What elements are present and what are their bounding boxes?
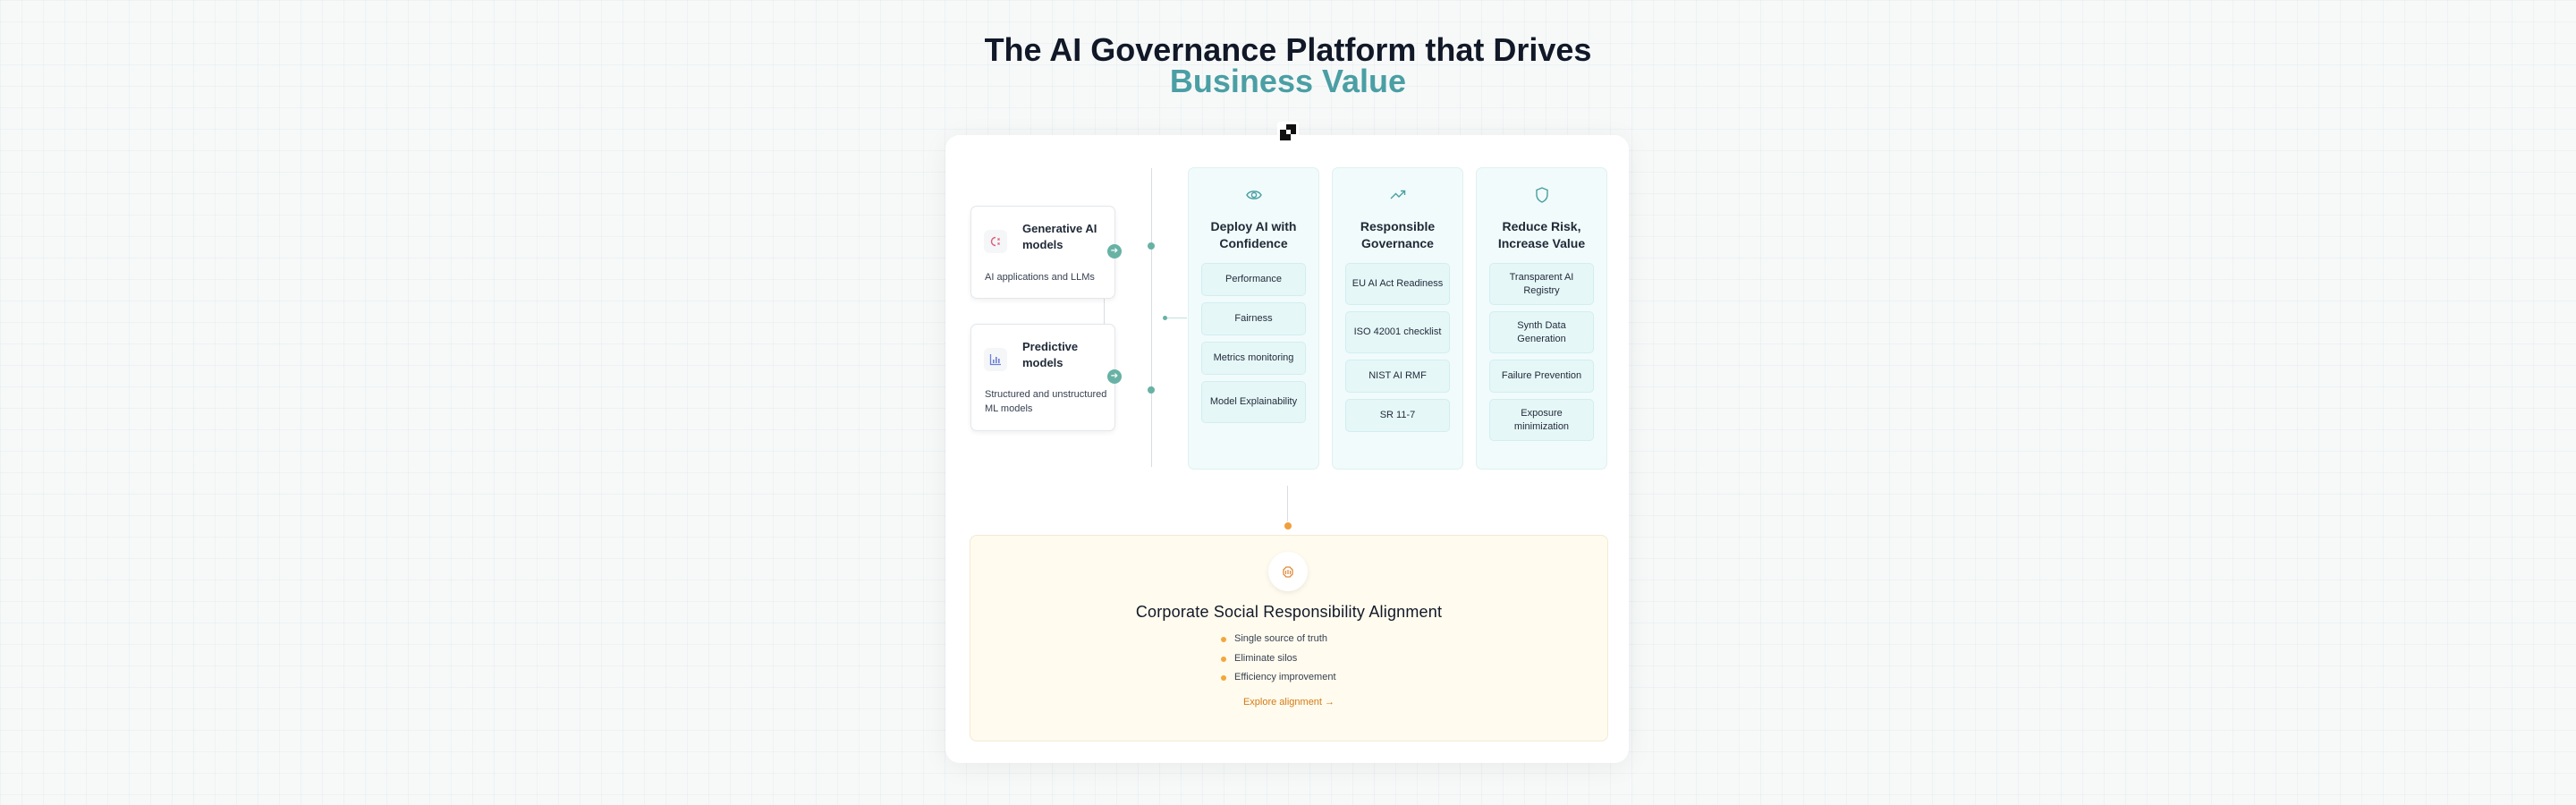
generative-ai-icon	[984, 230, 1007, 253]
brand-logo-icon	[1277, 122, 1299, 143]
hero-title-line1: The AI Governance Platform that Drives	[984, 31, 1592, 68]
csr-connector	[1287, 486, 1288, 521]
spine-node	[1148, 386, 1155, 394]
spine-node	[1148, 242, 1155, 250]
item-nist-ai-rmf[interactable]: NIST AI RMF	[1345, 360, 1450, 393]
column-title: Responsible Governance	[1360, 219, 1436, 250]
item-exposure-minimization[interactable]: Exposure minimization	[1489, 399, 1594, 441]
csr-bullet-list: Single source of truth Eliminate silos E…	[1221, 630, 1336, 688]
card-description: Structured and unstructured ML models	[985, 389, 1107, 414]
column-title: Reduce Risk, Increase Value	[1497, 219, 1586, 250]
csr-bullet: Single source of truth	[1221, 630, 1336, 649]
csr-bullet: Efficiency improvement	[1221, 668, 1336, 688]
item-model-explainability[interactable]: Model Explainability	[1201, 381, 1306, 423]
predictive-models-card[interactable]: Predictive models Structured and unstruc…	[970, 324, 1115, 431]
hero-title: The AI Governance Platform that Drives B…	[0, 34, 2576, 97]
item-sr-11-7[interactable]: SR 11-7	[1345, 399, 1450, 432]
card-description: AI applications and LLMs	[985, 272, 1095, 283]
csr-bullet: Eliminate silos	[1221, 649, 1336, 669]
column-title: Deploy AI with Confidence	[1210, 219, 1297, 250]
column-responsible-governance: Responsible Governance EU AI Act Readine…	[1332, 167, 1463, 470]
bar-chart-icon	[984, 348, 1007, 371]
csr-title: Corporate Social Responsibility Alignmen…	[1135, 603, 1443, 621]
item-eu-ai-act[interactable]: EU AI Act Readiness	[1345, 263, 1450, 305]
hero-title-highlight: Business Value	[1169, 63, 1407, 99]
generative-ai-card[interactable]: Generative AI models AI applications and…	[970, 206, 1115, 299]
trending-up-icon	[1333, 186, 1462, 204]
branch-node	[1163, 316, 1167, 320]
item-transparent-registry[interactable]: Transparent AI Registry	[1489, 263, 1594, 305]
item-metrics-monitoring[interactable]: Metrics monitoring	[1201, 342, 1306, 375]
handshake-icon	[1268, 552, 1308, 591]
card-title: Generative AI models	[1022, 222, 1097, 251]
shield-icon	[1477, 186, 1606, 204]
item-iso-42001[interactable]: ISO 42001 checklist	[1345, 311, 1450, 353]
card-title: Predictive models	[1022, 340, 1079, 369]
csr-card: Corporate Social Responsibility Alignmen…	[970, 535, 1608, 741]
item-failure-prevention[interactable]: Failure Prevention	[1489, 360, 1594, 393]
column-deploy-ai: Deploy AI with Confidence Performance Fa…	[1188, 167, 1319, 470]
spine-line	[1151, 168, 1152, 467]
eye-icon	[1189, 186, 1318, 204]
csr-node	[1284, 522, 1292, 530]
item-fairness[interactable]: Fairness	[1201, 302, 1306, 335]
column-reduce-risk: Reduce Risk, Increase Value Transparent …	[1476, 167, 1607, 470]
models-vertical-link	[1104, 297, 1105, 324]
explore-alignment-link[interactable]: Explore alignment →	[1242, 697, 1335, 708]
arrow-right-icon[interactable]: ➔	[1107, 369, 1122, 384]
item-synth-data[interactable]: Synth Data Generation	[1489, 311, 1594, 353]
arrow-right-icon[interactable]: ➔	[1107, 244, 1122, 258]
item-performance[interactable]: Performance	[1201, 263, 1306, 296]
